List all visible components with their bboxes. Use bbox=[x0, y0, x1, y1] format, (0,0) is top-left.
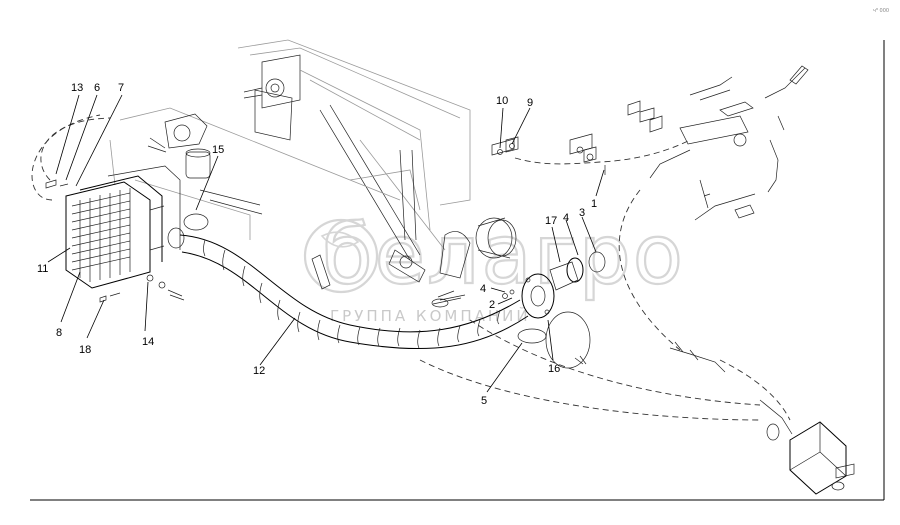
frame-border bbox=[30, 40, 885, 501]
callout-12: 12 bbox=[253, 365, 265, 377]
hydraulic-lines bbox=[649, 65, 809, 441]
callout-labels: 13 6 7 15 11 8 18 14 12 10 9 1 17 4 3 4 … bbox=[37, 82, 597, 407]
machine-frame-drawing bbox=[109, 39, 517, 308]
clamp-ring-15 bbox=[183, 213, 209, 231]
callout-10: 10 bbox=[496, 95, 508, 107]
brackets bbox=[491, 100, 663, 175]
callout-16: 16 bbox=[548, 363, 560, 375]
oil-cooler bbox=[45, 165, 185, 303]
leader-lines bbox=[47, 94, 605, 393]
callout-13: 13 bbox=[71, 82, 83, 94]
callout-11: 11 bbox=[37, 263, 48, 275]
callout-14: 14 bbox=[142, 336, 154, 348]
callout-8: 8 bbox=[56, 327, 62, 339]
callout-1: 1 bbox=[591, 198, 597, 210]
callout-15: 15 bbox=[212, 144, 224, 156]
flange-assembly bbox=[437, 251, 606, 369]
callout-2: 2 bbox=[489, 299, 495, 311]
callout-18: 18 bbox=[79, 344, 91, 356]
callout-17: 17 bbox=[545, 215, 557, 227]
callout-7: 7 bbox=[118, 82, 124, 94]
callout-4-lower: 4 bbox=[480, 283, 486, 295]
pipe-routes bbox=[31, 114, 791, 421]
hydraulic-pump bbox=[789, 421, 855, 495]
watermark-subtitle: ГРУППА КОМПАНИЙ bbox=[330, 306, 531, 325]
callout-9: 9 bbox=[527, 97, 533, 109]
hose-12 bbox=[179, 234, 529, 350]
watermark-brand: белагро bbox=[322, 208, 685, 303]
callout-4-upper: 4 bbox=[563, 212, 569, 224]
callout-5: 5 bbox=[481, 395, 487, 407]
callout-3: 3 bbox=[579, 207, 585, 219]
corner-code: ч⁸ 000 bbox=[873, 8, 889, 14]
callout-6: 6 bbox=[94, 82, 100, 94]
